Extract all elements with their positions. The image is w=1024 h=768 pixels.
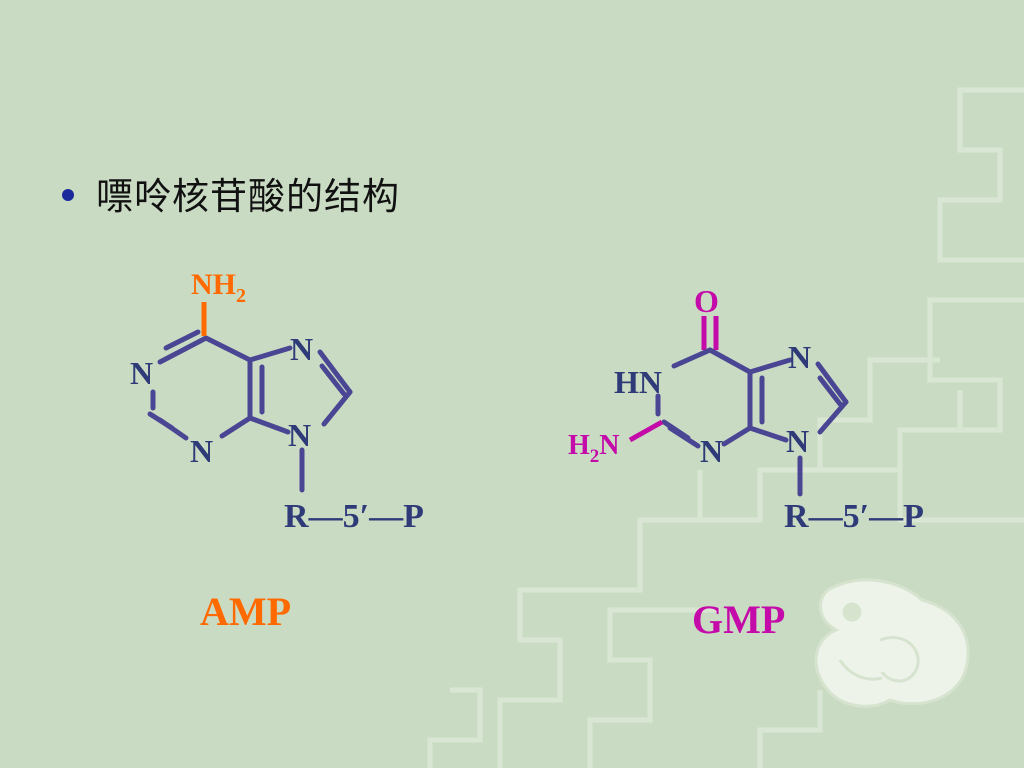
gmp-amine-bond — [628, 419, 664, 443]
amp-amine-label: NH2 — [191, 268, 246, 307]
amp-n1-label: N — [130, 355, 153, 391]
gmp-hn-label: HN — [614, 364, 662, 400]
gmp-oxygen-label: O — [694, 283, 719, 319]
dragon-ornament — [814, 578, 970, 708]
amp-name-label: AMP — [200, 589, 292, 634]
gmp-structure: O HN H2N N N N R—5′—P — [568, 283, 924, 535]
bullet-row: 嘌呤核苷酸的结构 — [62, 166, 400, 220]
gmp-n7-label: N — [788, 339, 811, 375]
slide-heading: 嘌呤核苷酸的结构 — [96, 175, 400, 218]
gmp-n3-label: N — [700, 433, 723, 469]
amp-n3-label: N — [190, 433, 213, 469]
gmp-n9-label: N — [786, 423, 809, 459]
amp-n9-label: N — [288, 417, 311, 453]
amp-structure: NH2 N N N N R—5′—P — [130, 268, 424, 535]
amp-bonds — [147, 329, 353, 493]
amp-ribose-phosphate-chain: R—5′—P — [284, 498, 424, 535]
gmp-amine-label: H2N — [568, 430, 620, 467]
gmp-name-label: GMP — [692, 597, 786, 642]
gmp-ribose-phosphate-chain: R—5′—P — [784, 498, 924, 535]
gmp-bonds — [655, 347, 849, 497]
bullet-dot-icon — [62, 189, 74, 201]
amp-n7-label: N — [290, 331, 313, 367]
